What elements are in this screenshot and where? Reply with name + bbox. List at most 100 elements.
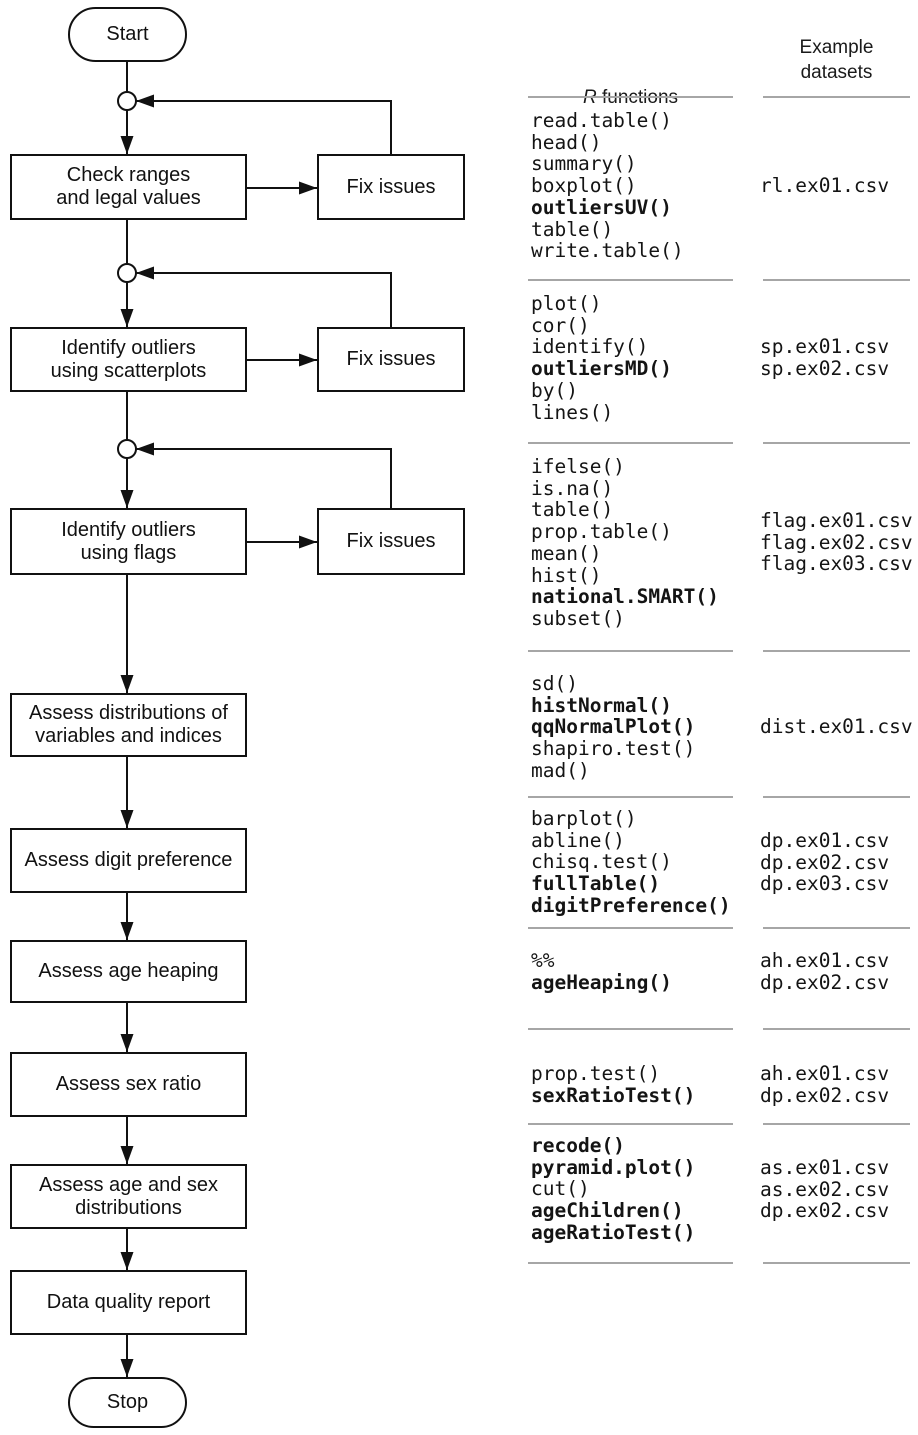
r-function: table() [531,498,614,522]
start-node: Start [68,7,187,62]
r-function: abline() [531,828,625,852]
fix-issues-box-1: Fix issues [317,154,465,220]
feedback-fix2-to-junction2 [136,266,392,327]
r-function: subset() [531,606,625,630]
dataset-file: rl.ex01.csv [760,174,890,197]
r-function: sd() [531,672,578,695]
dataset-file: flag.ex02.csv [760,530,913,554]
section-rule [763,1028,910,1030]
example-datasets-header: Example datasets [799,37,874,83]
section-rule [528,1028,733,1030]
header-rule [763,96,910,98]
r-functions-list: plot()cor()identify()outliersMD()by()lin… [531,293,737,423]
header-rule [528,96,733,98]
section-rule [528,796,733,798]
r-function: is.na() [531,476,614,500]
r-function: ifelse() [531,455,625,478]
section-rule [763,279,910,281]
step-check-ranges: Check ranges and legal values [10,154,247,220]
r-function: ageChildren() [531,1199,684,1223]
r-function: by() [531,378,578,402]
step-age-sex-distributions: Assess age and sex distributions [10,1164,247,1229]
r-function: prop.test() [531,1062,661,1085]
r-function: digitPreference() [531,893,731,917]
dataset-file: ah.ex01.csv [760,949,890,972]
section-rule [763,927,910,929]
r-function: outliersUV() [531,195,672,219]
r-functions-header-rest: functions [596,87,679,108]
step-age-heaping: Assess age heaping [10,940,247,1003]
r-function: qqNormalPlot() [531,715,696,739]
section-rule [763,1123,910,1125]
r-function: plot() [531,292,602,315]
r-function: lines() [531,400,614,424]
r-function: fullTable() [531,872,661,896]
r-function: outliersMD() [531,357,672,381]
dataset-file: as.ex01.csv [760,1156,890,1179]
step-sex-ratio: Assess sex ratio [10,1052,247,1117]
r-function: summary() [531,152,637,176]
section-rule [528,1123,733,1125]
dataset-file: dp.ex03.csv [760,872,890,896]
r-functions-header-r: R [582,87,597,108]
r-function: %% [531,949,555,972]
r-functions-list: recode()pyramid.plot()cut()ageChildren()… [531,1135,737,1244]
step-data-quality-report: Data quality report [10,1270,247,1335]
r-function: hist() [531,563,602,587]
feedback-fix3-to-junction3 [136,442,392,508]
section-rule [763,1262,910,1264]
r-function: recode() [531,1134,625,1157]
r-functions-list: sd()histNormal()qqNormalPlot()shapiro.te… [531,673,737,782]
r-function: table() [531,217,614,241]
stop-node: Stop [68,1377,187,1428]
junction-circle-3 [117,439,137,459]
step-outliers-flags: Identify outliers using flags [10,508,247,575]
dataset-file: dist.ex01.csv [760,715,913,738]
section-rule [763,796,910,798]
r-functions-list: ifelse()is.na()table()prop.table()mean()… [531,456,737,630]
r-function: boxplot() [531,174,637,198]
fix-issues-box-3: Fix issues [317,508,465,575]
r-function: national.SMART() [531,585,719,609]
r-function: mean() [531,541,602,565]
section-rule [528,650,733,652]
r-function: read.table() [531,109,672,132]
r-functions-header: R functions [528,59,733,111]
section-rule [528,442,733,444]
r-functions-list: prop.test()sexRatioTest() [531,1063,737,1106]
dataset-file: dp.ex02.csv [760,970,890,994]
section-rule [528,927,733,929]
dataset-file: as.ex02.csv [760,1177,890,1201]
section-rule [763,442,910,444]
dataset-file: sp.ex01.csv [760,335,890,358]
step-digit-preference: Assess digit preference [10,828,247,893]
junction-circle-2 [117,263,137,283]
r-function: chisq.test() [531,850,672,874]
r-function: identify() [531,335,649,359]
dataset-file: ah.ex01.csv [760,1062,890,1085]
r-functions-list: %%ageHeaping() [531,950,737,993]
dataset-file: dp.ex02.csv [760,850,890,874]
r-functions-list: barplot()abline()chisq.test()fullTable()… [531,808,737,917]
dataset-file: dp.ex01.csv [760,829,890,852]
dataset-file: sp.ex02.csv [760,356,890,380]
dataset-file: dp.ex02.csv [760,1083,890,1107]
r-function: write.table() [531,239,684,263]
section-rule [763,650,910,652]
r-function: pyramid.plot() [531,1155,696,1179]
r-function: ageHeaping() [531,970,672,994]
section-rule [528,1262,733,1264]
r-function: cor() [531,313,590,337]
datasets-list: dist.ex01.csv [760,715,913,738]
r-function: ageRatioTest() [531,1220,696,1244]
datasets-list: rl.ex01.csv [760,175,912,197]
r-function: mad() [531,758,590,782]
